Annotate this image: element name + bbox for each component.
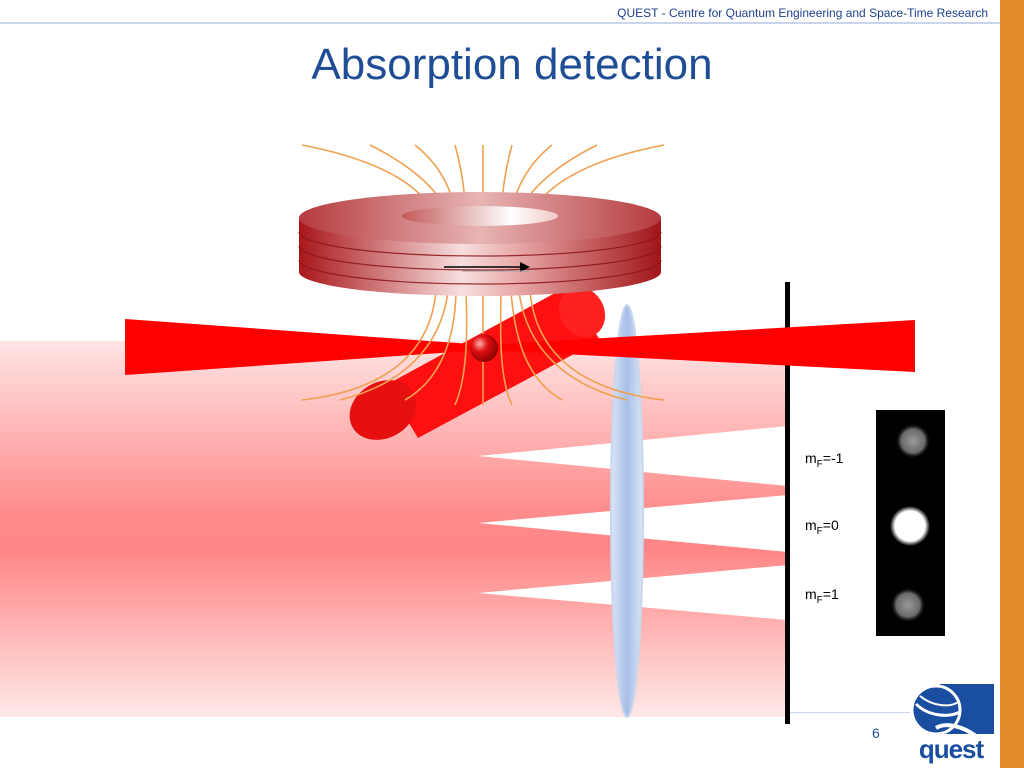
accent-side-bar xyxy=(1000,0,1024,768)
atom-cloud xyxy=(470,334,498,362)
imaging-lens xyxy=(610,304,644,718)
absorption-image xyxy=(876,410,945,636)
detector-plane xyxy=(785,282,790,724)
label-mf-minus1: mF=-1 xyxy=(805,450,844,470)
header-divider xyxy=(0,22,1000,24)
horizontal-beam xyxy=(125,319,915,375)
header-institute: QUEST - Centre for Quantum Engineering a… xyxy=(617,6,988,20)
diagonal-beam xyxy=(349,286,606,440)
quest-logo-icon xyxy=(910,684,994,738)
logo-wordmark: quest xyxy=(918,734,984,764)
magnetic-coil xyxy=(298,192,662,296)
quest-logo: quest xyxy=(906,682,996,764)
label-mf-plus1: mF=1 xyxy=(805,586,839,606)
footer-divider xyxy=(790,712,910,713)
label-mf-0: mF=0 xyxy=(805,517,839,537)
slide-number: 6 xyxy=(872,725,880,741)
slide-title: Absorption detection xyxy=(311,40,713,89)
absorption-diagram xyxy=(0,144,945,724)
